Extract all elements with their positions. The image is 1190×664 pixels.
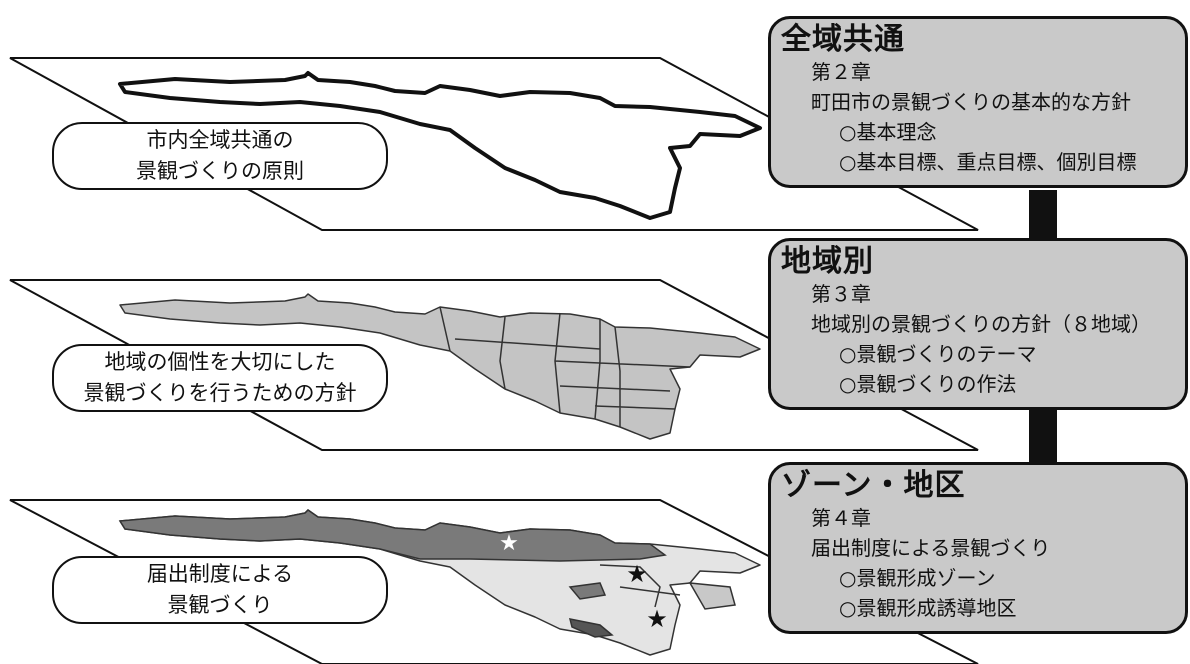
policy-box-zone-district: ゾーン・地区 第４章 届出制度による景観づくり ○景観形成ゾーン ○景観形成誘導… bbox=[768, 462, 1188, 634]
connector-bar-1 bbox=[1029, 190, 1057, 238]
connector-bar-2 bbox=[1029, 410, 1057, 465]
box-heading: 地域別の景観づくりの方針（８地域） bbox=[811, 312, 1151, 336]
policy-box-citywide: 全域共通 第２章 町田市の景観づくりの基本的な方針 ○基本理念 ○基本目標、重点… bbox=[768, 16, 1188, 188]
box-title: 全域共通 bbox=[781, 22, 905, 57]
regional-map bbox=[119, 293, 761, 440]
box-item: ○景観形成誘導地区 bbox=[839, 596, 1017, 620]
layer-3-label-line-1: 届出制度による bbox=[146, 562, 294, 586]
box-title: 地域別 bbox=[781, 244, 874, 279]
box-item: ○基本目標、重点目標、個別目標 bbox=[839, 150, 1137, 174]
box-item: ○景観づくりのテーマ bbox=[839, 342, 1037, 366]
layer-2-label-line-1: 地域の個性を大切にした bbox=[104, 350, 336, 374]
layer-2-label-line-2: 景観づくりを行うための方針 bbox=[83, 381, 357, 405]
zone-map bbox=[118, 509, 761, 656]
box-title: ゾーン・地区 bbox=[781, 468, 966, 503]
star-icon: ★ bbox=[646, 605, 668, 633]
layer-3-label-line-2: 景観づくり bbox=[167, 593, 273, 617]
box-heading: 届出制度による景観づくり bbox=[811, 536, 1051, 560]
box-item: ○景観形成ゾーン bbox=[839, 566, 996, 590]
box-heading: 町田市の景観づくりの基本的な方針 bbox=[811, 90, 1131, 114]
box-item: ○景観づくりの作法 bbox=[839, 372, 1017, 396]
star-icon: ★ bbox=[626, 560, 648, 588]
box-item: ○基本理念 bbox=[839, 120, 937, 144]
chapter-label: 第４章 bbox=[811, 506, 871, 530]
policy-box-regional: 地域別 第３章 地域別の景観づくりの方針（８地域） ○景観づくりのテーマ ○景観… bbox=[768, 238, 1188, 410]
star-icon: ★ bbox=[499, 531, 519, 556]
layer-2-label: 地域の個性を大切にした 景観づくりを行うための方針 bbox=[52, 344, 388, 412]
layer-1-label-line-1: 市内全域共通の bbox=[146, 128, 294, 152]
chapter-label: 第２章 bbox=[811, 60, 871, 84]
layer-1-label: 市内全域共通の 景観づくりの原則 bbox=[52, 122, 388, 190]
chapter-label: 第３章 bbox=[811, 282, 871, 306]
layer-1-label-line-2: 景観づくりの原則 bbox=[136, 159, 304, 183]
layer-3-label: 届出制度による 景観づくり bbox=[52, 556, 388, 624]
